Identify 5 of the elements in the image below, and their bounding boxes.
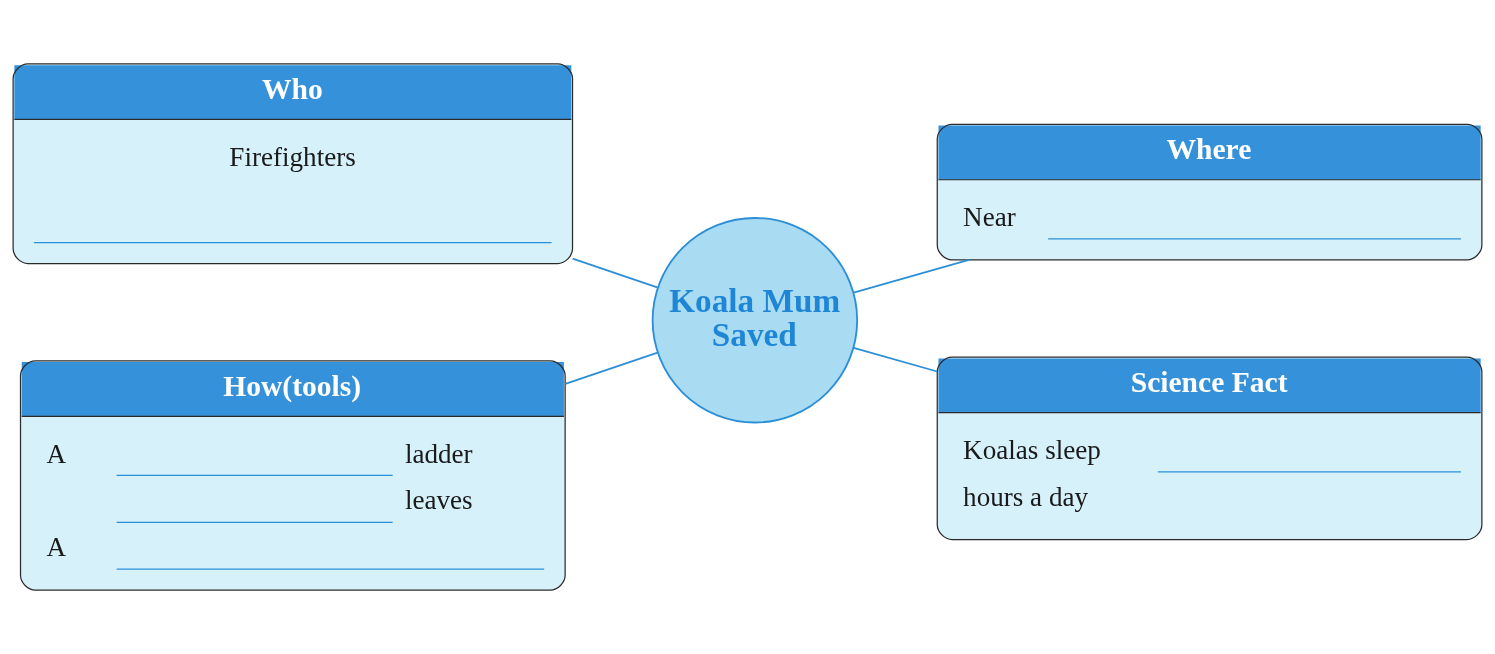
connector xyxy=(564,351,659,385)
connector xyxy=(571,257,659,289)
connector xyxy=(852,347,938,373)
node-circle: Koala Mum Saved xyxy=(651,217,859,424)
connector xyxy=(852,259,970,294)
